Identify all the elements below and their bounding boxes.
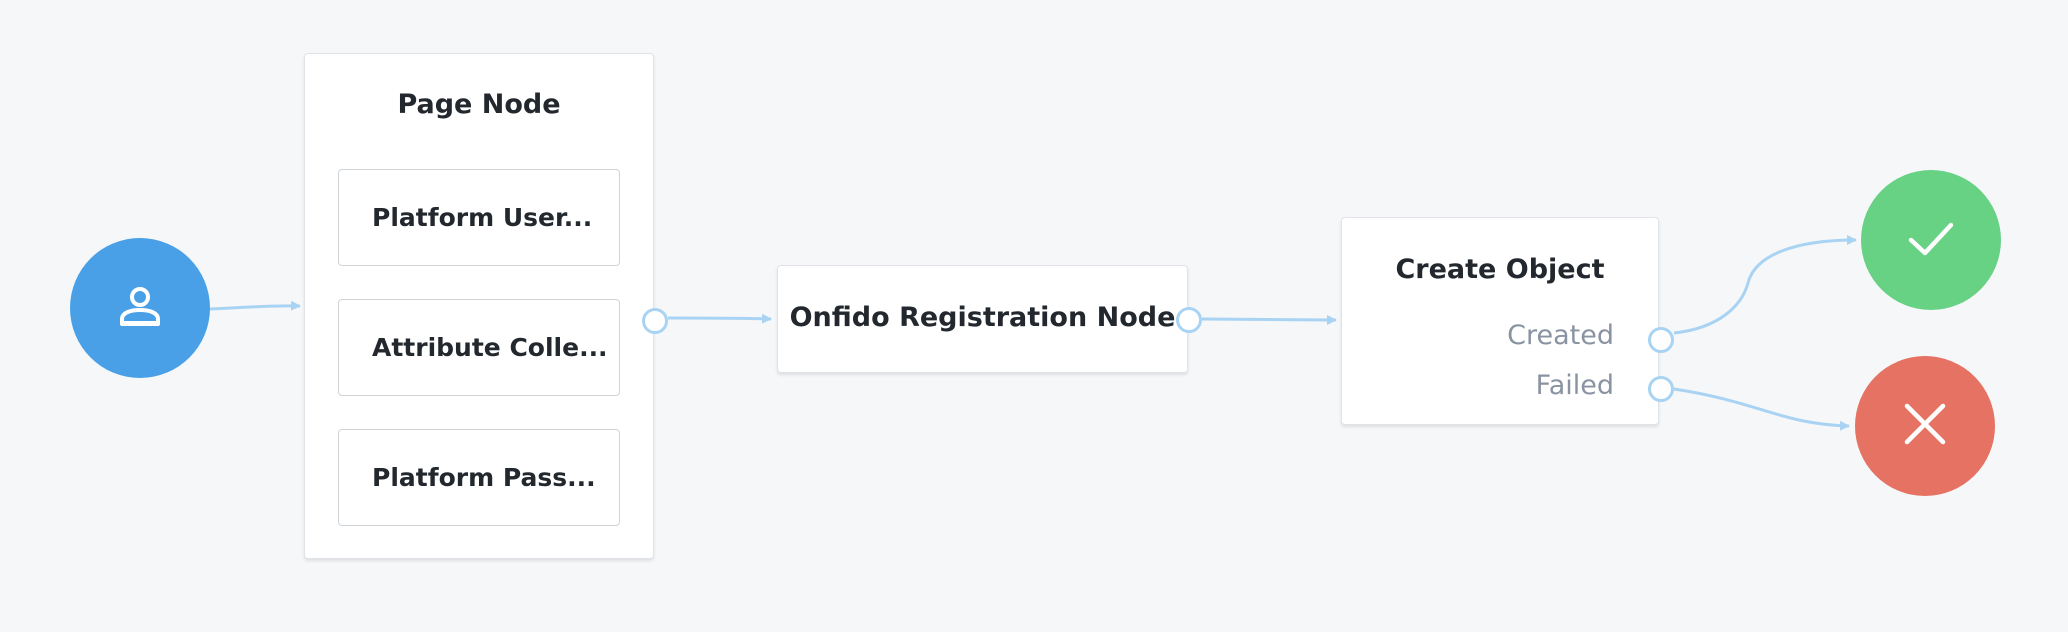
outcome-created-label: Created <box>1507 320 1614 351</box>
edge-failed-to-failure <box>1673 387 1850 431</box>
edge-created-to-success <box>1673 235 1857 335</box>
page-node-child-platform-password[interactable]: Platform Pass... <box>338 429 620 526</box>
outcome-failed-port[interactable] <box>1648 376 1674 402</box>
start-node[interactable] <box>70 238 210 378</box>
edge-start-to-page <box>209 300 301 311</box>
check-icon <box>1906 213 1956 267</box>
success-node[interactable] <box>1861 170 2001 310</box>
failure-node[interactable] <box>1855 356 1995 496</box>
page-node-child-attribute-collector[interactable]: Attribute Colle... <box>338 299 620 396</box>
close-icon <box>1903 402 1947 450</box>
edge-page-to-onfido <box>667 313 772 324</box>
user-icon <box>116 282 164 334</box>
page-node-output-port[interactable] <box>642 308 668 334</box>
page-node[interactable]: Page Node Platform User... Attribute Col… <box>304 53 654 559</box>
onfido-node-title: Onfido Registration Node <box>789 302 1176 333</box>
create-object-node[interactable]: Create Object Created Failed <box>1341 217 1659 425</box>
onfido-registration-node[interactable]: Onfido Registration Node <box>777 265 1188 373</box>
create-object-title: Create Object <box>1395 254 1605 285</box>
outcome-created-port[interactable] <box>1648 327 1674 353</box>
onfido-node-output-port[interactable] <box>1176 307 1202 333</box>
page-node-child-platform-username[interactable]: Platform User... <box>338 169 620 266</box>
outcome-failed-label: Failed <box>1535 370 1614 401</box>
page-node-title: Page Node <box>397 89 561 120</box>
edge-onfido-to-create <box>1201 314 1337 325</box>
